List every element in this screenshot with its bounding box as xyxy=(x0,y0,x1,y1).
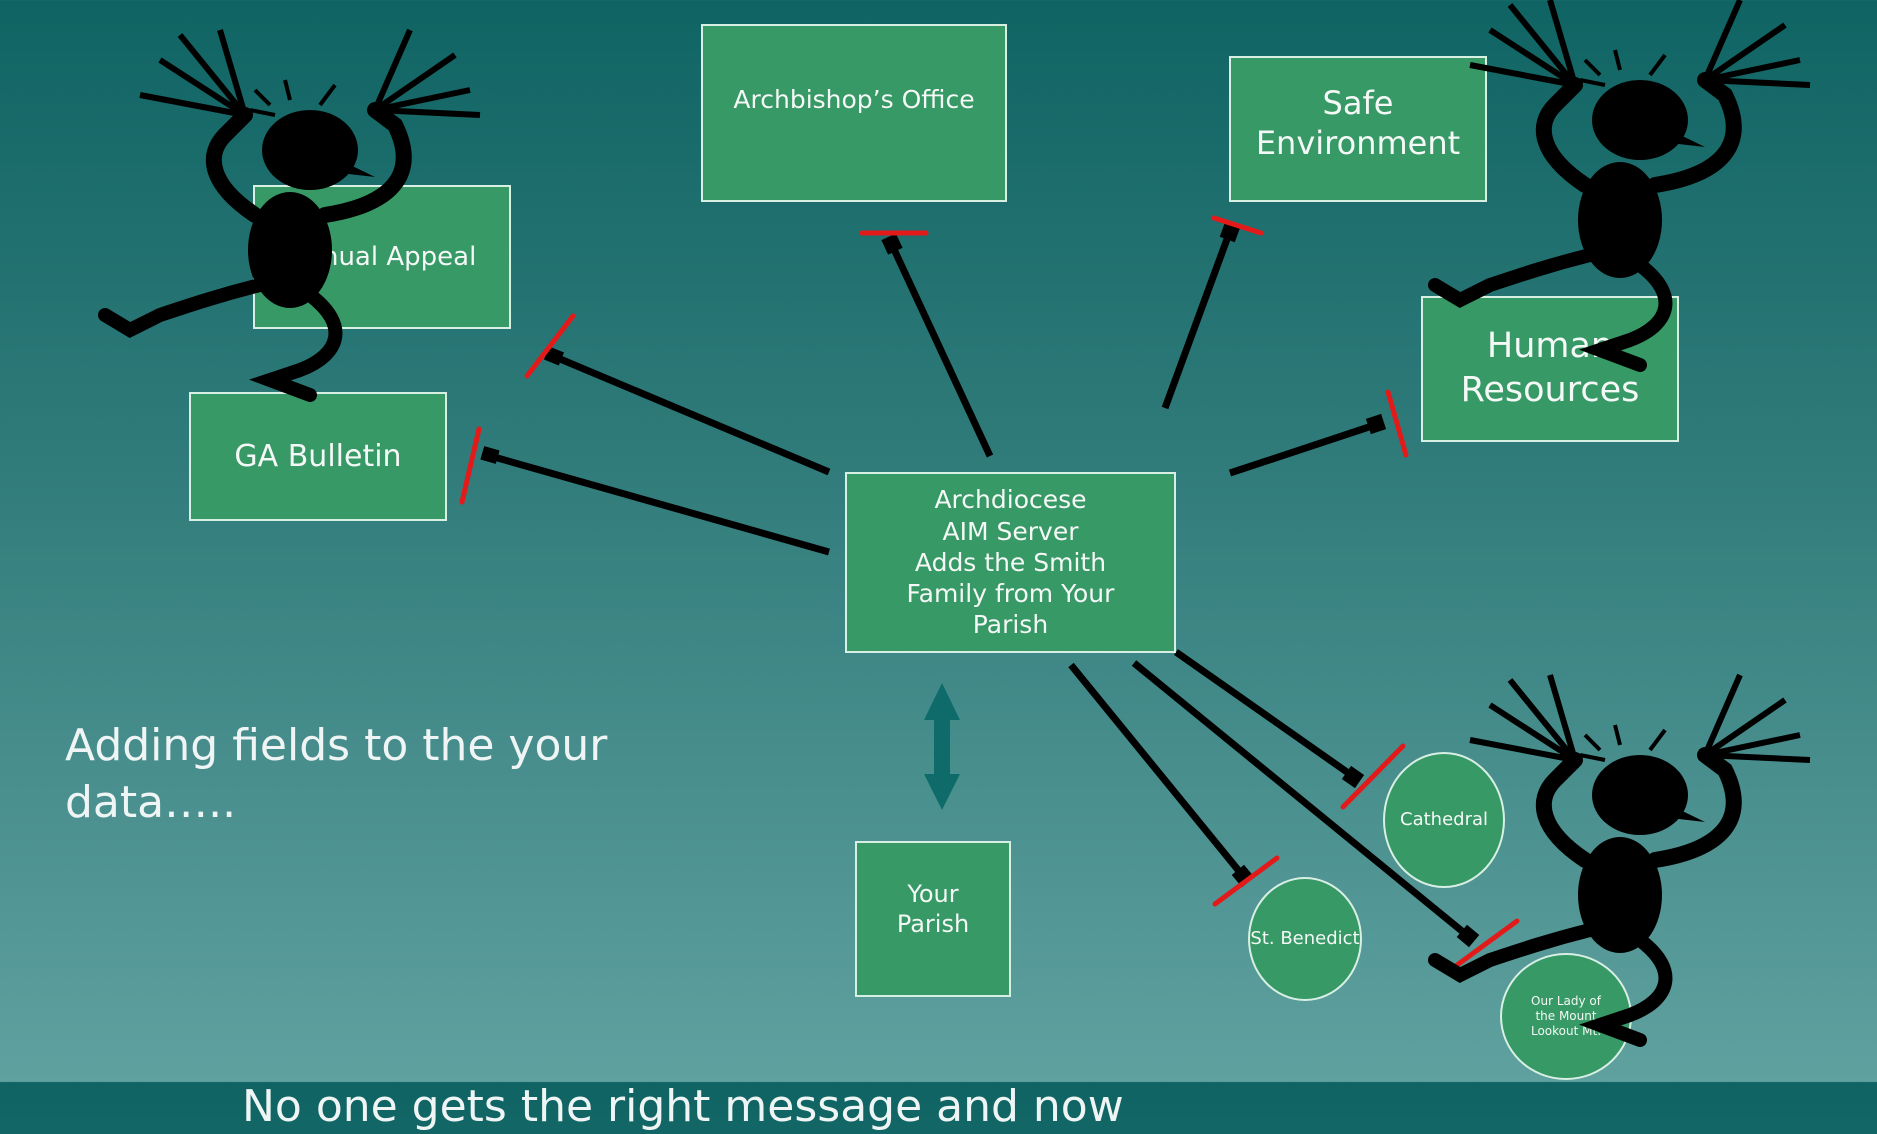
frantic-figure-bottom-right-icon xyxy=(1435,675,1810,1040)
connector-to-cathedral xyxy=(1173,649,1357,780)
connector-lines xyxy=(486,229,1471,939)
your-parish-node: Your Parish xyxy=(855,841,1011,997)
cathedral-node: Cathedral xyxy=(1383,752,1505,888)
frantic-figure-top-right-icon xyxy=(1435,0,1810,365)
connector-to-safe-environment xyxy=(1161,229,1234,410)
adding-fields-caption: Adding fields to the your data….. xyxy=(65,662,607,831)
connector-to-human-resources xyxy=(1228,420,1380,477)
endcap-human-resources xyxy=(1365,413,1387,435)
frantic-figure-left-icon xyxy=(105,30,480,395)
endcap-archbishops-office xyxy=(881,233,903,255)
aim-server-node: Archdiocese AIM Server Adds the Smith Fa… xyxy=(845,472,1176,653)
safe-environment-label: Safe Environment xyxy=(1255,84,1461,162)
endcap-cathedral xyxy=(1341,765,1365,789)
archbishops-office-node: Archbishop’s Office xyxy=(701,24,1007,202)
adding-fields-text: Adding fields to the your data….. xyxy=(65,720,608,828)
blocked-marker-cathedral xyxy=(1340,743,1406,810)
aim-server-label: Archdiocese AIM Server Adds the Smith Fa… xyxy=(906,485,1115,640)
ga-bulletin-node: GA Bulletin xyxy=(189,392,447,521)
blocked-markers xyxy=(459,215,1520,971)
frantic-figure-icon xyxy=(0,0,1877,1082)
connector-to-archbishops-office xyxy=(888,243,994,458)
our-lady-node: Our Lady of the Mount Lookout Mt. xyxy=(1500,953,1632,1080)
connector-to-annual-appeal xyxy=(551,352,831,476)
our-lady-label: Our Lady of the Mount Lookout Mt. xyxy=(1530,994,1602,1038)
blocked-marker-annual-appeal xyxy=(524,313,576,379)
connector-to-ga-bulletin xyxy=(486,451,830,556)
human-resources-label: Human Resources xyxy=(1460,326,1640,410)
no-one-text: No one gets the right message and now xyxy=(242,1080,1124,1132)
blocked-marker-human-resources xyxy=(1385,389,1409,458)
safe-environment-node: Safe Environment xyxy=(1229,56,1487,202)
blocked-marker-ga-bulletin xyxy=(459,426,482,505)
no-one-caption: No one gets the right message and now xyxy=(242,1028,1124,1134)
st-benedict-node: St. Benedict xyxy=(1248,877,1362,1001)
blocked-marker-our-lady xyxy=(1450,918,1520,971)
your-parish-label: Your Parish xyxy=(896,880,970,938)
connector-to-our-lady xyxy=(1131,660,1471,939)
cathedral-label: Cathedral xyxy=(1400,808,1488,830)
archbishops-office-label: Archbishop’s Office xyxy=(733,85,975,114)
connector-to-st-benedict xyxy=(1068,662,1246,879)
blocked-marker-safe-environment xyxy=(1211,215,1264,236)
ga-bulletin-label: GA Bulletin xyxy=(234,438,402,474)
st-benedict-label: St. Benedict xyxy=(1250,927,1360,949)
blocked-marker-st-benedict xyxy=(1212,855,1280,907)
diagram-canvas xyxy=(459,215,1520,971)
double-arrow-icon xyxy=(924,683,960,810)
endcap-ga-bulletin xyxy=(480,446,500,464)
endcap-our-lady xyxy=(1456,924,1480,948)
